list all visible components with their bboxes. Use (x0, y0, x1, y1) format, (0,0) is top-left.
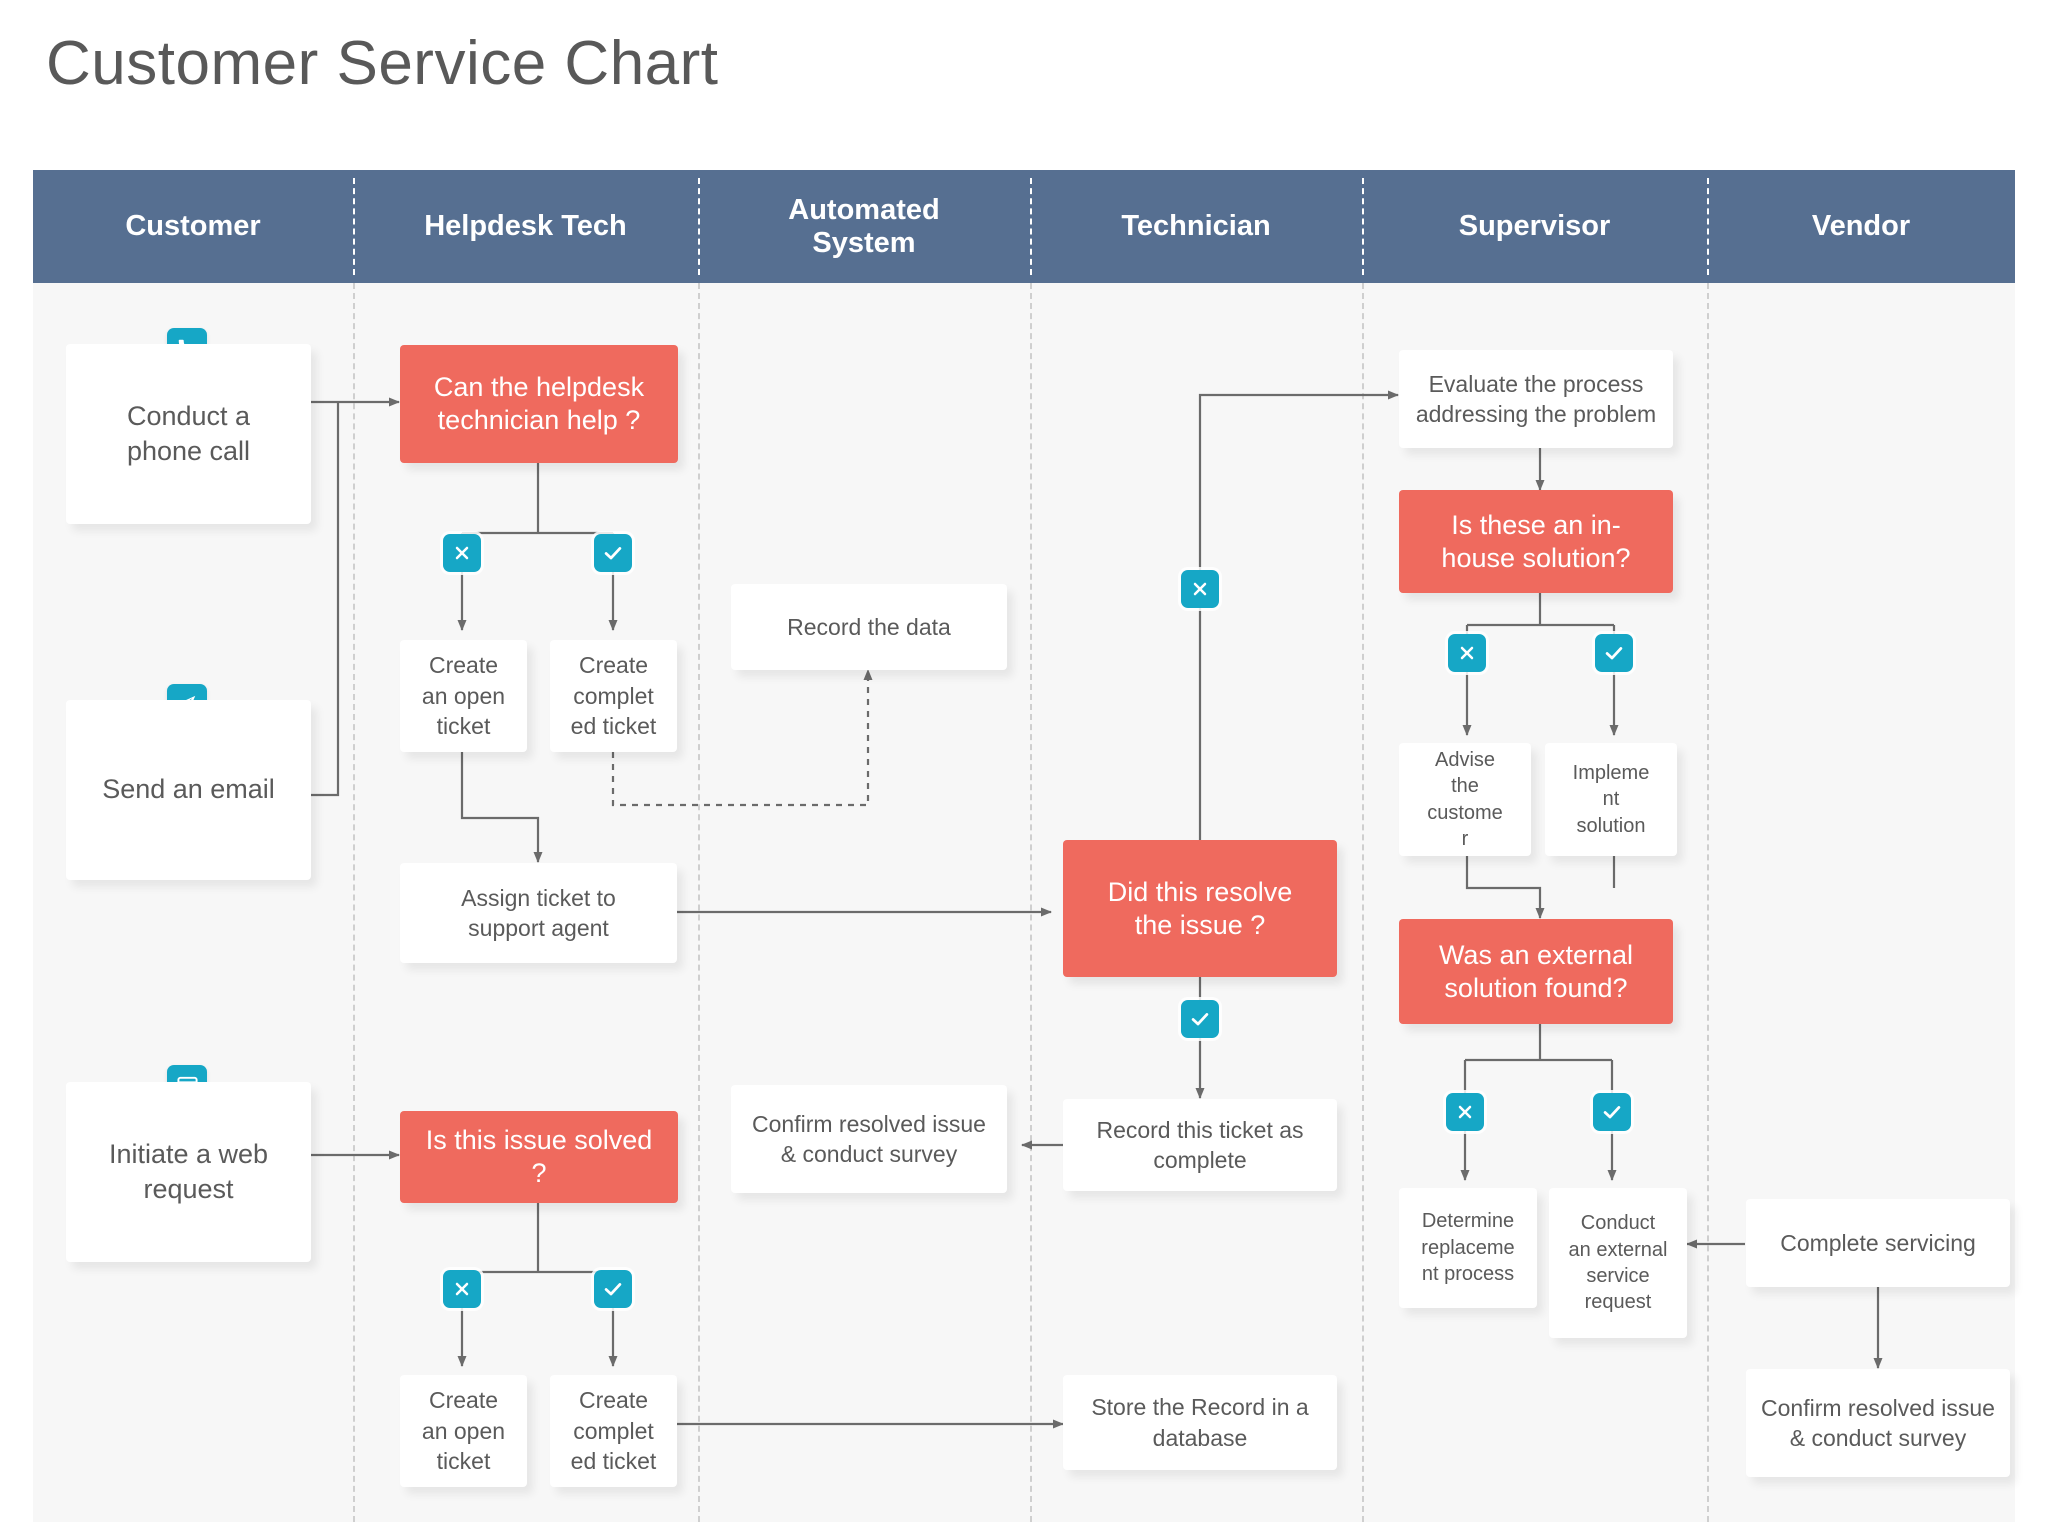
node-evaluate-process[interactable]: Evaluate the process addressing the prob… (1399, 350, 1673, 448)
node-label: Can the helpdesk technician help ? (433, 372, 645, 435)
x-mark-icon (443, 534, 481, 572)
check-mark-icon (1181, 1000, 1219, 1038)
node-label: Initiate a web request (108, 1138, 269, 1204)
node-did-this-resolve-the-issue[interactable]: Did this resolve the issue ? (1063, 840, 1337, 977)
lane-label: Supervisor (1458, 210, 1611, 243)
node-determine-replacement-process[interactable]: Determine replaceme nt process (1399, 1188, 1537, 1308)
check-mark-icon (594, 1270, 632, 1308)
lane-header-customer: Customer (33, 170, 353, 283)
node-label: Create an open ticket (421, 652, 506, 740)
lane-separator (1707, 283, 1709, 1522)
node-label: Conduct an external service request (1568, 1212, 1668, 1314)
lane-label: Helpdesk Tech (424, 210, 627, 243)
node-send-an-email[interactable]: Send an email (66, 700, 311, 880)
x-mark-icon (1181, 570, 1219, 608)
node-label: Advise the custome r (1427, 748, 1503, 850)
lane-label: Technician (1121, 210, 1271, 243)
node-record-ticket-complete[interactable]: Record this ticket as complete (1063, 1099, 1337, 1191)
node-label: Is this issue solved ? (425, 1125, 653, 1188)
node-initiate-web-request[interactable]: Initiate a web request (66, 1082, 311, 1262)
lane-header-helpdesk-tech: Helpdesk Tech (353, 170, 698, 283)
node-label: Confirm resolved issue & conduct survey (752, 1110, 986, 1167)
node-confirm-resolved-vendor[interactable]: Confirm resolved issue & conduct survey (1746, 1369, 2010, 1477)
node-label: Record the data (787, 613, 951, 640)
node-assign-ticket[interactable]: Assign ticket to support agent (400, 863, 677, 963)
node-label: Evaluate the process addressing the prob… (1415, 370, 1657, 427)
lane-label: Customer (125, 210, 261, 243)
lane-label: Automated System (788, 194, 940, 259)
node-create-open-ticket-2[interactable]: Create an open ticket (400, 1375, 527, 1487)
page-title: Customer Service Chart (46, 29, 719, 98)
node-create-completed-ticket-2[interactable]: Create complet ed ticket (550, 1375, 677, 1487)
node-label: Record this ticket as complete (1096, 1116, 1304, 1173)
node-create-completed-ticket-1[interactable]: Create complet ed ticket (550, 640, 677, 752)
node-label: Confirm resolved issue & conduct survey (1761, 1394, 1995, 1451)
check-mark-icon (1595, 634, 1633, 672)
node-label: Was an external solution found? (1438, 939, 1634, 1003)
node-conduct-phone-call[interactable]: Conduct a phone call (66, 344, 311, 524)
node-label: Complete servicing (1780, 1229, 1976, 1256)
lane-label: Vendor (1811, 210, 1911, 243)
node-advise-the-customer[interactable]: Advise the custome r (1399, 743, 1531, 856)
node-label: Is these an in- house solution? (1441, 509, 1631, 573)
node-label: Store the Record in a database (1091, 1394, 1309, 1451)
node-is-inhouse-solution[interactable]: Is these an in- house solution? (1399, 490, 1673, 593)
node-label: Create complet ed ticket (570, 652, 657, 740)
lane-header-automated-system: Automated System (698, 170, 1030, 283)
lane-separator (698, 283, 700, 1522)
node-implement-solution[interactable]: Impleme nt solution (1545, 743, 1677, 856)
lane-separator (353, 283, 355, 1522)
node-is-this-issue-solved[interactable]: Is this issue solved ? (400, 1111, 678, 1203)
swimlane-body (33, 170, 2015, 1522)
lane-header-technician: Technician (1030, 170, 1362, 283)
node-was-external-solution-found[interactable]: Was an external solution found? (1399, 919, 1673, 1024)
node-confirm-resolved-auto[interactable]: Confirm resolved issue & conduct survey (731, 1085, 1007, 1193)
x-mark-icon (443, 1270, 481, 1308)
lane-header-vendor: Vendor (1707, 170, 2015, 283)
node-complete-servicing[interactable]: Complete servicing (1746, 1199, 2010, 1287)
node-create-open-ticket-1[interactable]: Create an open ticket (400, 640, 527, 752)
x-mark-icon (1448, 634, 1486, 672)
node-label: Determine replaceme nt process (1421, 1210, 1515, 1286)
node-store-record-db[interactable]: Store the Record in a database (1063, 1375, 1337, 1470)
node-label: Did this resolve the issue ? (1107, 876, 1293, 940)
node-conduct-external-service-request[interactable]: Conduct an external service request (1549, 1188, 1687, 1338)
check-mark-icon (594, 534, 632, 572)
node-label: Create complet ed ticket (570, 1387, 657, 1475)
node-label: Create an open ticket (421, 1387, 506, 1475)
swimlane-header: Customer Helpdesk Tech Automated System … (33, 170, 2015, 283)
node-can-helpdesk-help[interactable]: Can the helpdesk technician help ? (400, 345, 678, 463)
node-label: Conduct a phone call (126, 400, 251, 466)
node-label: Impleme nt solution (1572, 761, 1650, 837)
check-mark-icon (1593, 1093, 1631, 1131)
lane-header-supervisor: Supervisor (1362, 170, 1707, 283)
lane-separator (1030, 283, 1032, 1522)
node-record-the-data[interactable]: Record the data (731, 584, 1007, 670)
node-label: Send an email (102, 774, 275, 805)
node-label: Assign ticket to support agent (461, 884, 616, 941)
lane-separator (1362, 283, 1364, 1522)
x-mark-icon (1446, 1093, 1484, 1131)
